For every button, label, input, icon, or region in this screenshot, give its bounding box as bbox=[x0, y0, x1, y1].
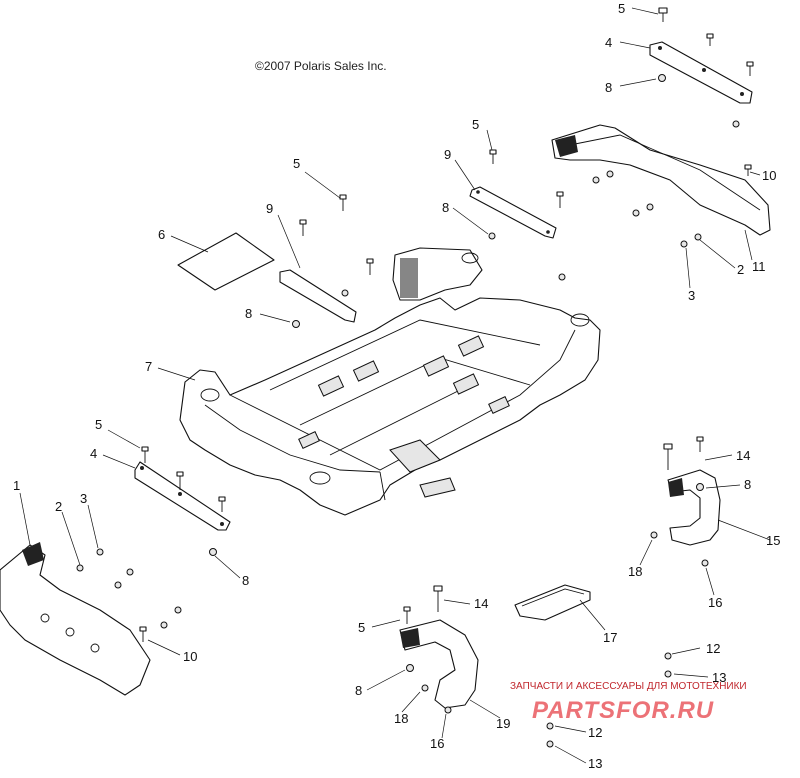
copyright-text: ©2007 Polaris Sales Inc. bbox=[255, 59, 387, 73]
callout-label: 9 bbox=[444, 147, 451, 162]
bumper-part-right bbox=[551, 124, 771, 236]
watermark: ЗАПЧАСТИ И АКСЕССУАРЫ ДЛЯ МОТОТЕХНИКИ PA… bbox=[510, 681, 747, 724]
watermark-tagline: ЗАПЧАСТИ И АКСЕССУАРЫ ДЛЯ МОТОТЕХНИКИ bbox=[510, 681, 747, 692]
callout-label: 5 bbox=[472, 117, 479, 132]
callout-label: 2 bbox=[55, 499, 62, 514]
callout-label: 13 bbox=[588, 756, 602, 771]
callout-labels: 5 4 8 5 9 10 11 2 3 8 5 9 6 8 7 5 4 14 8… bbox=[13, 1, 780, 771]
callout-label: 16 bbox=[430, 736, 444, 751]
callout-label: 4 bbox=[605, 35, 612, 50]
callout-label: 10 bbox=[183, 649, 197, 664]
callout-label: 8 bbox=[242, 573, 249, 588]
rack-bar-part bbox=[469, 186, 557, 239]
callout-label: 6 bbox=[158, 227, 165, 242]
callout-label: 18 bbox=[628, 564, 642, 579]
leader-lines bbox=[19, 7, 771, 764]
callout-label: 12 bbox=[706, 641, 720, 656]
bumper-part-left bbox=[0, 542, 151, 696]
rack-bar-part bbox=[649, 41, 753, 104]
callout-label: 15 bbox=[766, 533, 780, 548]
hardware-group bbox=[76, 7, 754, 748]
callout-label: 12 bbox=[588, 725, 602, 740]
callout-label: 8 bbox=[744, 477, 751, 492]
callout-label: 7 bbox=[145, 359, 152, 374]
callout-label: 8 bbox=[442, 200, 449, 215]
callout-label: 19 bbox=[496, 716, 510, 731]
decal-pad-part bbox=[177, 232, 275, 291]
callout-label: 8 bbox=[245, 306, 252, 321]
callout-label: 18 bbox=[394, 711, 408, 726]
cover-plate-part bbox=[514, 584, 591, 621]
callout-label: 5 bbox=[95, 417, 102, 432]
callout-label: 2 bbox=[737, 262, 744, 277]
callout-label: 5 bbox=[618, 1, 625, 16]
callout-label: 3 bbox=[80, 491, 87, 506]
callout-label: 1 bbox=[13, 478, 20, 493]
callout-label: 5 bbox=[358, 620, 365, 635]
callout-label: 11 bbox=[752, 259, 766, 274]
callout-label: 16 bbox=[708, 595, 722, 610]
callout-label: 8 bbox=[605, 80, 612, 95]
callout-label: 17 bbox=[603, 630, 617, 645]
rack-bar-part bbox=[134, 461, 231, 531]
callout-label: 14 bbox=[736, 448, 750, 463]
callout-label: 13 bbox=[712, 670, 726, 685]
rack-bar-part bbox=[279, 269, 357, 323]
bracket-part-right bbox=[667, 469, 721, 546]
cargo-floor-part bbox=[179, 247, 601, 516]
callout-label: 8 bbox=[355, 683, 362, 698]
callout-label: 5 bbox=[293, 156, 300, 171]
callout-label: 4 bbox=[90, 446, 97, 461]
callout-label: 9 bbox=[266, 201, 273, 216]
callout-label: 14 bbox=[474, 596, 488, 611]
callout-label: 10 bbox=[762, 168, 776, 183]
callout-label: 3 bbox=[688, 288, 695, 303]
watermark-brand: PARTSFOR.RU bbox=[532, 697, 714, 724]
bracket-part-lower bbox=[399, 619, 479, 709]
